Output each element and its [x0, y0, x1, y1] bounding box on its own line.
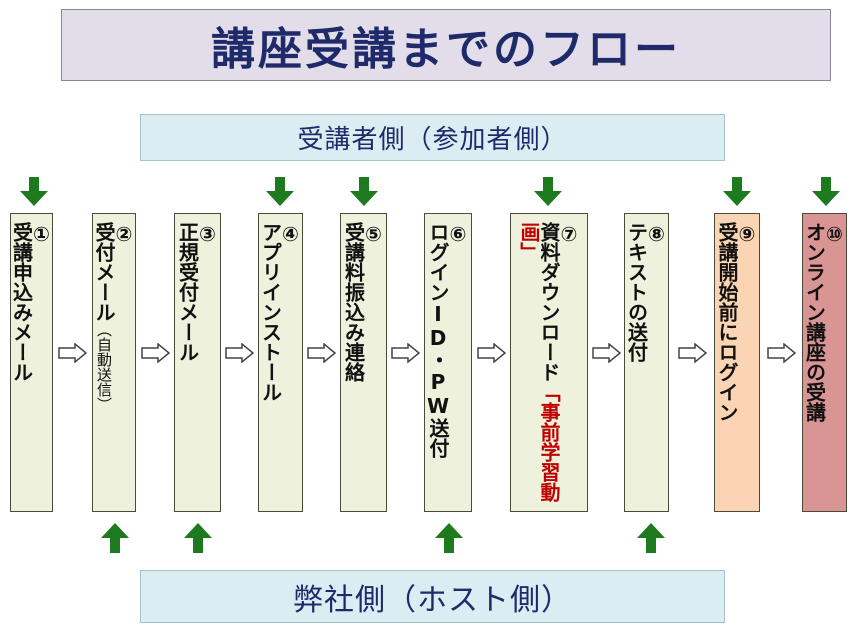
step-text: 資料ダウンロード	[537, 222, 561, 382]
participant-side-label: 受講者側（参加者側）	[140, 114, 725, 161]
step-number: ⑥	[446, 222, 470, 246]
right-hollow-arrow-icon	[477, 343, 506, 363]
step-number: ⑨	[735, 222, 759, 246]
step-text: 正規受付メール	[175, 222, 200, 362]
down-arrow-icon	[266, 177, 294, 206]
host-side-label: 弊社側（ホスト側）	[140, 570, 725, 623]
step-number: ⑧	[644, 222, 669, 246]
right-hollow-arrow-icon	[58, 343, 87, 363]
step-number: ③	[195, 222, 220, 246]
down-arrow-icon	[20, 177, 48, 206]
right-hollow-arrow-icon	[767, 343, 796, 363]
step-subtext: （自動送信）	[95, 322, 113, 412]
up-arrow-icon	[435, 523, 463, 553]
step-text: 受講料振込み連絡	[341, 222, 366, 382]
step-text: 受付メール	[92, 222, 116, 322]
step-text: 受講申込みメール	[9, 222, 34, 382]
step-number: ②	[112, 222, 136, 246]
up-arrow-icon	[184, 523, 212, 553]
step-number: ④	[278, 222, 303, 246]
right-hollow-arrow-icon	[678, 343, 707, 363]
page-title: 講座受講までのフロー	[61, 9, 831, 81]
down-arrow-icon	[723, 177, 751, 206]
step-text: オンライン講座の受講	[802, 222, 827, 422]
up-arrow-icon	[637, 523, 665, 553]
step-text: テキストの送付	[624, 222, 649, 362]
pre-learning-video-label: 「事前学習動画」	[517, 222, 561, 502]
step-text: 受講開始前にログイン	[715, 222, 739, 422]
step-number: ⑩	[822, 222, 847, 246]
down-arrow-icon	[350, 177, 378, 206]
right-hollow-arrow-icon	[225, 343, 254, 363]
right-hollow-arrow-icon	[592, 343, 621, 363]
step-number: ⑦	[557, 222, 581, 246]
step-text: ログインID・PW送付	[426, 222, 450, 458]
step-text: アプリインストール	[258, 222, 283, 402]
down-arrow-icon	[812, 177, 840, 206]
step-number: ①	[29, 222, 54, 246]
right-hollow-arrow-icon	[141, 343, 170, 363]
down-arrow-icon	[534, 177, 562, 206]
right-hollow-arrow-icon	[391, 343, 420, 363]
step-number: ⑤	[361, 222, 386, 246]
up-arrow-icon	[101, 523, 129, 553]
right-hollow-arrow-icon	[307, 343, 336, 363]
